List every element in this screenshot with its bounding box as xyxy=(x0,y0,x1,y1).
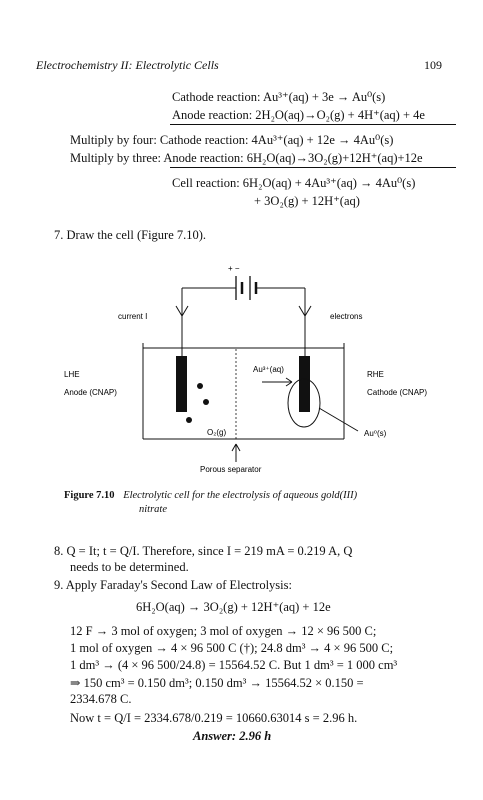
item-9-paragraph-4: ⇒ 150 cm³ = 0.150 dm³; 0.150 dm³ → 15564… xyxy=(70,676,364,690)
gold-deposit-outline xyxy=(287,378,321,428)
circuit-wire xyxy=(181,287,306,356)
cell-reaction-continued: + 3O₂(g) + 12H⁺(aq) xyxy=(254,194,360,208)
cathode-reaction: Cathode reaction: Au³⁺(aq) + 3e → Au⁰(s) xyxy=(172,90,386,104)
lhe-label: LHE xyxy=(64,370,80,379)
gold-ion-label: Au³⁺(aq) xyxy=(253,365,284,374)
separator-pointer-arrow xyxy=(231,443,241,462)
answer: Answer: 2.96 h xyxy=(193,729,272,743)
polarity-label: + − xyxy=(228,264,240,273)
multiply-four-line: Multiply by four: Cathode reaction: 4Au³… xyxy=(70,133,394,147)
item-8-line-1: 8. Q = It; t = Q/I. Therefore, since I =… xyxy=(54,544,353,558)
current-arrow xyxy=(175,305,189,317)
cell-reaction: Cell reaction: 6H₂O(aq) + 4Au³⁺(aq) → 4A… xyxy=(172,176,416,190)
cathode-electrode xyxy=(299,356,310,412)
cell-vessel xyxy=(142,343,345,440)
figure-caption-label: Figure 7.10 xyxy=(64,490,115,501)
rhe-label: RHE xyxy=(367,370,384,379)
oxygen-bubble-icon xyxy=(186,383,209,423)
figure-caption-text: Electrolytic cell for the electrolysis o… xyxy=(123,490,358,501)
battery-icon xyxy=(235,276,258,300)
reaction-rule-1 xyxy=(170,124,456,125)
deposit-pointer-line xyxy=(318,407,359,432)
gold-metal-label: Au⁰(s) xyxy=(364,429,387,438)
running-header: Electrochemistry II: Electrolytic Cells xyxy=(36,58,219,72)
item-9-paragraph-2: 1 mol of oxygen → 4 × 96 500 C (†); 24.8… xyxy=(70,641,394,655)
page-number: 109 xyxy=(424,58,442,72)
multiply-three-line: Multiply by three: Anode reaction: 6H₂O(… xyxy=(70,151,423,165)
figure-caption-text-continued: nitrate xyxy=(139,504,167,515)
anode-electrode xyxy=(176,356,187,412)
item-9-equation: 6H₂O(aq) → 3O₂(g) + 12H⁺(aq) + 12e xyxy=(136,600,331,614)
item-9-paragraph-6: Now t = Q/I = 2334.678/0.219 = 10660.630… xyxy=(70,711,358,725)
electrons-label: electrons xyxy=(330,312,362,321)
item-8-line-2: needs to be determined. xyxy=(70,560,189,574)
porous-separator-label: Porous separator xyxy=(200,465,262,474)
oxygen-label: O₂(g) xyxy=(207,428,226,437)
current-label: current I xyxy=(118,312,147,321)
cathode-label: Cathode (CNAP) xyxy=(367,388,427,397)
electrons-arrow xyxy=(298,305,312,317)
reaction-rule-2 xyxy=(170,167,456,168)
item-9-paragraph-1: 12 F → 3 mol of oxygen; 3 mol of oxygen … xyxy=(70,624,377,638)
ion-migration-arrow xyxy=(262,377,293,387)
figure-caption: Figure 7.10 Electrolytic cell for the el… xyxy=(64,490,357,501)
anode-label: Anode (CNAP) xyxy=(64,388,117,397)
item-9-paragraph-5: 2334.678 C. xyxy=(70,692,132,706)
item-9-paragraph-3: 1 dm³ → (4 × 96 500/24.8) = 15564.52 C. … xyxy=(70,658,398,672)
item-7: 7. Draw the cell (Figure 7.10). xyxy=(54,228,207,242)
item-9-line-1: 9. Apply Faraday's Second Law of Electro… xyxy=(54,578,292,592)
anode-reaction: Anode reaction: 2H₂O(aq)→O₂(g) + 4H⁺(aq)… xyxy=(172,108,425,122)
